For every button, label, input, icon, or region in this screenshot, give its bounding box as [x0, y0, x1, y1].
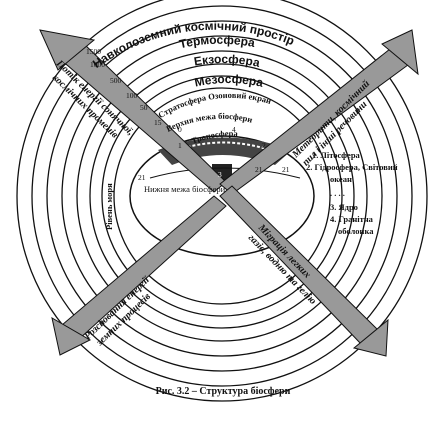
ring — [89, 63, 355, 329]
altitude-mark: 1000 — [90, 60, 105, 69]
num-1: 1 — [178, 141, 182, 150]
figure-caption: Рис. 3.2 – Структура біосфери — [156, 386, 291, 397]
num-3: 3 — [218, 170, 222, 179]
legend-item-1: 1. Літосфера — [312, 150, 361, 160]
ring — [113, 87, 331, 305]
num-21-right: 21 — [282, 165, 290, 174]
altitude-mark: 15 — [154, 118, 162, 127]
ring — [31, 5, 413, 387]
ring — [76, 50, 368, 342]
arrowhead-bottom-left — [51, 317, 92, 356]
arrowhead-top-right — [381, 29, 419, 76]
ring — [46, 20, 398, 372]
label-exosphere: Екзосфера — [193, 52, 262, 70]
lower-biosphere-label: Нижня межа біосфери — [144, 184, 226, 194]
num-0: 0 — [178, 125, 182, 134]
label-mesosphere: Мезосфера — [193, 72, 265, 90]
altitude-mark: 500 — [110, 76, 122, 85]
energy-arrows — [39, 29, 419, 357]
lower-boundary-text: Нижня межа біосфери — [144, 184, 226, 194]
legend-dots: . . . . — [330, 188, 345, 198]
ring — [61, 35, 383, 357]
num-4: 4 — [232, 125, 236, 134]
ring — [16, 0, 428, 402]
altitude-mark: 50 — [140, 103, 148, 112]
num-21-mid: 21 — [255, 165, 263, 174]
ring — [101, 75, 343, 317]
sea-level-label: Рівень моря — [104, 183, 114, 230]
atmosphere-rings — [16, 0, 428, 402]
altitude-scale: 1500 1000 500 100 50 15 — [86, 47, 162, 127]
altitude-mark: 1500 — [86, 47, 101, 56]
arrowhead-bottom-right — [352, 318, 389, 357]
legend-item-2b: океан — [330, 174, 352, 184]
label-thermosphere: Термосфера — [178, 33, 256, 52]
inner-numbers: 0 1 4 2 3 21 21 21 — [138, 125, 290, 182]
legend-item-3: 3. Ядро — [330, 202, 358, 212]
legend-item-4b: оболонка — [338, 226, 374, 236]
legend-item-4a: 4. Гранітна — [330, 214, 374, 224]
num-21-left: 21 — [138, 173, 146, 182]
arrowhead-top-left — [39, 29, 96, 71]
altitude-mark: 100 — [126, 91, 138, 100]
num-2: 2 — [262, 141, 266, 150]
legend: 1. Літосфера 2. Гідросфера, Світовий оке… — [306, 150, 398, 236]
hydrosphere-band — [177, 141, 271, 151]
lower-boundary-line — [149, 167, 301, 179]
legend-item-2a: 2. Гідросфера, Світовий — [306, 162, 398, 172]
